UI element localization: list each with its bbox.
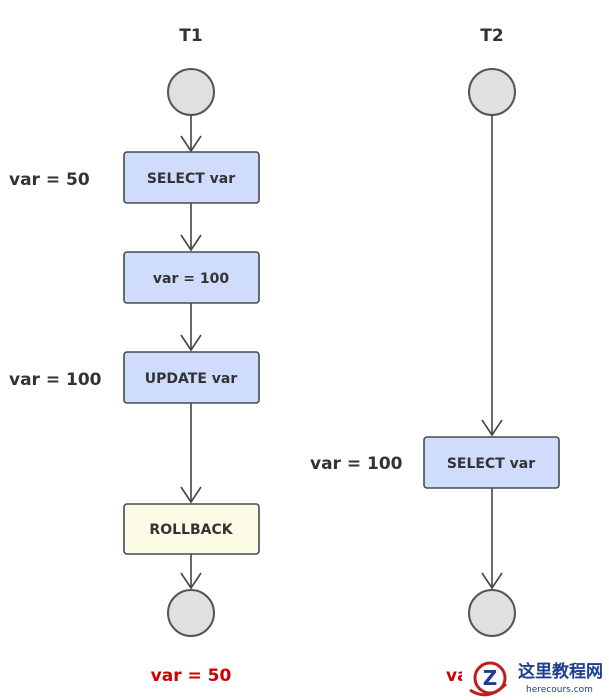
lane-header-t1: T1: [179, 26, 202, 46]
t2-select-label: SELECT var: [447, 456, 535, 472]
t1-result-label: var = 50: [151, 666, 232, 686]
t1-start-node: [167, 68, 215, 116]
t1-arrowhead-5: [180, 572, 202, 590]
t1-arrowhead-2: [180, 234, 202, 252]
t1-end-node: [167, 589, 215, 637]
t1-side-label-2: var = 100: [9, 370, 102, 390]
lane-header-t2: T2: [480, 26, 503, 46]
watermark: Z 这里教程网 herecours.com: [462, 655, 609, 700]
t2-arrowhead-1: [481, 419, 503, 437]
t2-arrowhead-2: [481, 572, 503, 590]
t1-arrowhead-4: [180, 486, 202, 504]
watermark-title: 这里教程网: [518, 661, 603, 682]
t1-assign-label: var = 100: [153, 271, 229, 287]
t2-end-node: [468, 589, 516, 637]
t1-side-label-1: var = 50: [9, 170, 90, 190]
watermark-logo-swoosh: [469, 682, 508, 697]
t1-arrowhead-1: [180, 135, 202, 153]
t1-rollback-label: ROLLBACK: [149, 522, 233, 538]
t1-select-label: SELECT var: [147, 171, 235, 187]
t1-update-label: UPDATE var: [145, 371, 238, 387]
svg-text:Z: Z: [483, 666, 498, 690]
t1-arrowhead-3: [180, 334, 202, 352]
t2-start-node: [468, 68, 516, 116]
t2-side-label-1: var = 100: [310, 454, 403, 474]
watermark-url: herecours.com: [526, 685, 593, 695]
